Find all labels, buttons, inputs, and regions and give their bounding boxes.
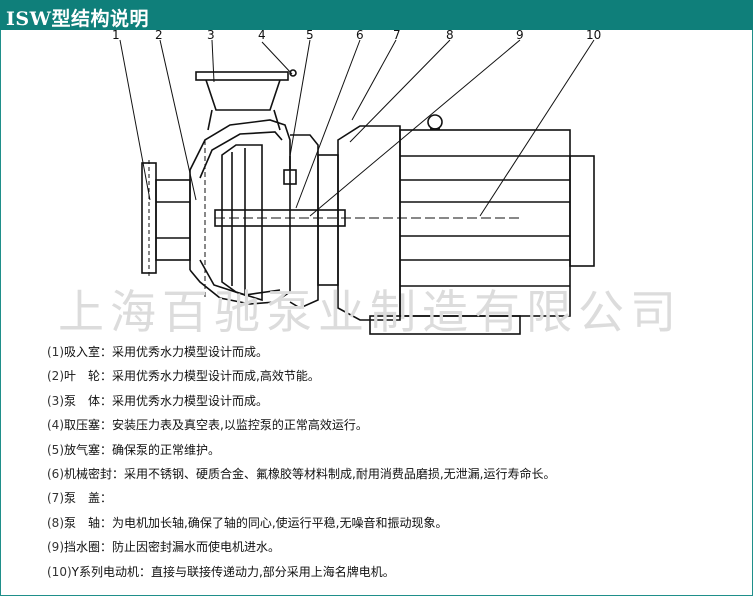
description-item-2: (2)叶 轮：采用优秀水力模型设计而成,高效节能。: [47, 364, 737, 388]
item-index: (6): [47, 466, 64, 481]
item-text: 挡水圈：防止因密封漏水而使电机进水。: [64, 540, 281, 555]
item-text: 取压塞：安装压力表及真空表,以监控泵的正常高效运行。: [64, 418, 368, 433]
callout-1: 1: [112, 28, 120, 42]
callout-5: 5: [306, 28, 314, 42]
callout-4: 4: [258, 28, 266, 42]
item-text: 放气塞：确保泵的正常维护。: [64, 442, 221, 457]
callout-3: 3: [207, 28, 215, 42]
item-index: (10): [47, 564, 72, 579]
description-item-7: (7)泵 盖：: [47, 486, 737, 510]
item-text: 泵 盖：: [64, 491, 113, 506]
description-item-9: (9)挡水圈：防止因密封漏水而使电机进水。: [47, 535, 737, 559]
callout-6: 6: [356, 28, 364, 42]
description-item-6: (6)机械密封：采用不锈钢、硬质合金、氟橡胶等材料制成,耐用消费品磨损,无泄漏,…: [47, 462, 737, 486]
item-index: (4): [47, 418, 64, 433]
pump-drawing: [119, 39, 595, 335]
plugs-shape: [283, 69, 297, 185]
item-text: 机械密封：采用不锈钢、硬质合金、氟橡胶等材料制成,耐用消费品磨损,无泄漏,运行寿…: [64, 466, 556, 481]
item-text: 吸入室：采用优秀水力模型设计而成。: [64, 345, 269, 359]
company-watermark: 上海百驰泵业制造有限公司: [58, 285, 682, 339]
callout-8: 8: [446, 28, 454, 42]
description-item-3: (3)泵 体：采用优秀水力模型设计而成。: [47, 389, 737, 413]
suction-chamber-shape: [141, 160, 191, 276]
item-index: (5): [47, 442, 64, 457]
impeller-shape: [221, 144, 263, 302]
description-item-1: (1)吸入室：采用优秀水力模型设计而成。: [47, 340, 737, 364]
pump-cross-section-diagram: 1 2 3 4 5 6 7 8 9 10: [0, 28, 753, 336]
item-index: (8): [47, 515, 64, 530]
item-text: 泵 体：采用优秀水力模型设计而成。: [64, 393, 269, 408]
item-text: Y系列电动机：直接与联接传递动力,部分采用上海名牌电机。: [71, 564, 395, 579]
item-index: (1): [47, 345, 64, 359]
callout-2: 2: [155, 28, 163, 42]
component-description-list: (1)吸入室：采用优秀水力模型设计而成。 (2)叶 轮：采用优秀水力模型设计而成…: [47, 340, 737, 584]
item-text: 叶 轮：采用优秀水力模型设计而成,高效节能。: [64, 369, 320, 384]
description-item-8: (8)泵 轴：为电机加长轴,确保了轴的同心,使运行平稳,无噪音和振动现象。: [47, 511, 737, 535]
title-bar: ISW型结构说明: [0, 0, 753, 30]
item-index: (2): [47, 369, 64, 384]
item-index: (9): [47, 540, 64, 555]
description-item-10: (10)Y系列电动机：直接与联接传递动力,部分采用上海名牌电机。: [47, 560, 737, 584]
callout-9: 9: [516, 28, 524, 42]
item-index: (7): [47, 491, 64, 506]
pump-shaft-shape: [214, 209, 520, 227]
callout-7: 7: [393, 28, 401, 42]
description-item-5: (5)放气塞：确保泵的正常维护。: [47, 438, 737, 462]
item-index: (3): [47, 393, 64, 408]
motor-shape: [337, 114, 595, 335]
callout-10: 10: [586, 28, 602, 42]
page-title: ISW型结构说明: [6, 8, 149, 30]
leader-lines: [119, 39, 595, 217]
outlet-flange-shape: [195, 71, 289, 131]
item-text: 泵 轴：为电机加长轴,确保了轴的同心,使运行平稳,无噪音和振动现象。: [64, 515, 448, 530]
description-item-4: (4)取压塞：安装压力表及真空表,以监控泵的正常高效运行。: [47, 413, 737, 437]
